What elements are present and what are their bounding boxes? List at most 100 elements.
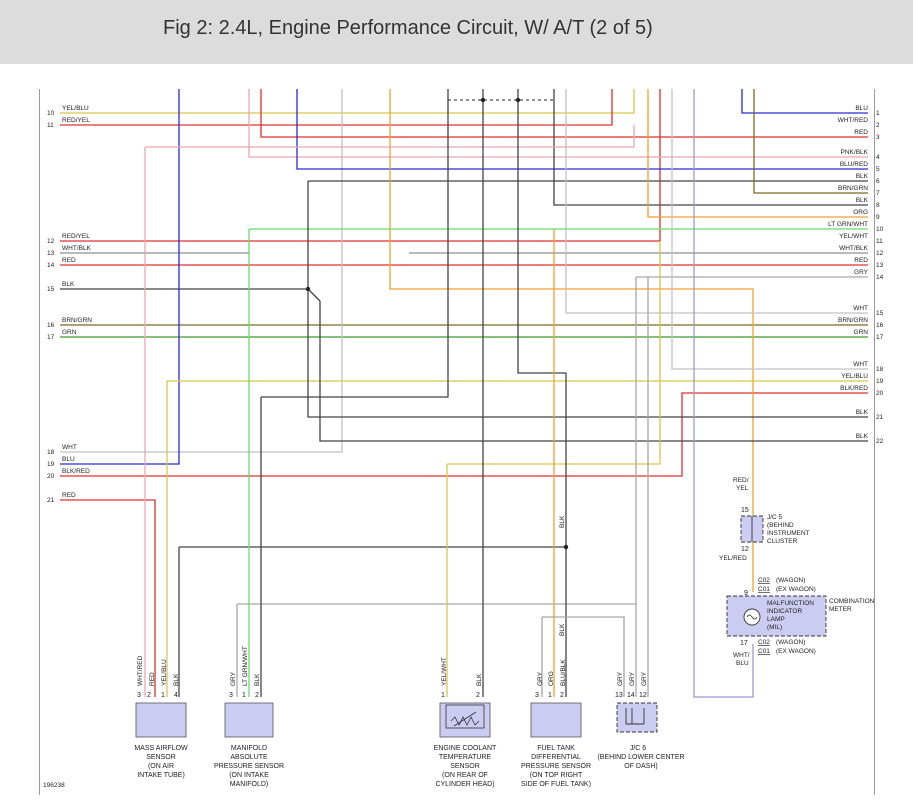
mil-caption: INDICATOR [767,608,802,615]
map-wire-label: LT GRN/WHT [242,646,249,686]
wire-org-9 [647,89,868,218]
jc5-wire-label: YEL/RED [719,555,747,562]
map-pin: 2 [255,692,259,699]
ect-pin: 1 [441,692,445,699]
jc6-pin: 12 [639,692,647,699]
ect-wire-label: YEL/WHT [441,657,448,686]
left-pin-number: 12 [47,238,55,245]
maf-caption: MASS AIRFLOW [134,745,188,752]
ftdp-wire-label: ORG [548,671,555,686]
right-wire-label: PNK/BLK [841,149,869,156]
fuel-tank-pressure-sensor: 3 1 2 GRY ORG BLU/BLK FUEL TANK DIFFEREN… [521,659,591,788]
diagram-frame [39,89,875,795]
ect-caption: CYLINDER HEAD) [435,781,494,788]
maf-wire-label: RED [149,672,156,686]
mil-caption: (MIL) [767,624,782,631]
ect-caption: TEMPERATURE [439,754,492,761]
ftdp-caption: PRESSURE SENSOR [521,763,591,770]
right-pin-number: 2 [876,122,880,129]
right-wire-label: WHT [853,361,868,368]
page-title: Fig 2: 2.4L, Engine Performance Circuit,… [163,17,653,39]
ftdp-caption: DIFFERENTIAL [531,754,581,761]
thermistor-icon [450,716,480,726]
ftdp-caption: (ON TOP RIGHT [530,772,583,779]
right-pin-number: 5 [876,166,880,173]
right-pin-number: 9 [876,214,880,221]
wire-wht-15 [565,89,868,314]
right-pin-number: 11 [876,238,883,245]
vertical-wire-label: BLK [559,515,566,528]
wire-wht-red-2 [145,125,635,148]
map-pin: 3 [229,692,233,699]
mil-conn-code: C01 [758,648,770,655]
jc5-caption: (BEHIND [767,522,794,529]
mil-pin: 9 [744,590,748,597]
ftdp-pin: 3 [535,692,539,699]
wire-red-yel-12 [60,89,661,242]
right-wire-label: BLU [855,105,868,112]
splice-dot [515,97,521,103]
wire-yel-wht-branch [447,241,661,465]
mil-conn-note: (EX WAGON) [776,586,816,593]
right-pin-number: 12 [876,250,884,257]
map-sensor: 3 1 2 GRY LT GRN/WHT BLK MANIFOLD ABSOLU… [214,646,284,788]
splice-dot [480,97,486,103]
map-wire-label: GRY [230,671,237,686]
map-wire-label: BLK [254,673,261,686]
right-pin-number: 20 [876,390,884,397]
wire-blk-up [261,89,449,398]
ftdp-caption: FUEL TANK [537,745,575,752]
maf-pin: 1 [161,692,165,699]
left-wire-label: WHT [62,444,77,451]
right-pin-number: 1 [876,110,880,117]
jc6-caption: J/C 6 [630,745,646,752]
mil-conn-note: (EX WAGON) [776,648,816,655]
left-wire-label: RED [62,492,76,499]
right-wire-label: BLK [856,173,869,180]
right-connector-labels: 1BLU2WHT/RED3RED4PNK/BLK5BLU/RED6BLK7BRN… [828,105,883,445]
right-wire-label: BLK [856,409,869,416]
jc5-caption: CLUSTER [767,538,798,545]
jc6-wire-label: GRY [641,671,648,686]
wire-wht-blu-mil [693,89,754,698]
left-wire-label: BLK/RED [62,468,90,475]
left-wire-label: RED/YEL [62,233,90,240]
maf-caption: (ON AIR [148,763,174,770]
mil-caption: LAMP [767,616,785,623]
right-pin-number: 22 [876,438,884,445]
jc6-caption: (BEHIND LOWER CENTER [597,754,684,761]
right-wire-label: GRN [854,329,869,336]
mil-pin: 17 [740,640,748,647]
map-caption: MANIFOLD) [230,781,269,788]
left-pin-number: 15 [47,286,55,293]
right-pin-number: 18 [876,366,884,373]
combination-meter-mil: 9 17 MALFUNCTION INDICATOR LAMP (MIL) CO… [726,577,875,667]
ect-wire-label: BLK [476,673,483,686]
mil-conn-code: C02 [758,639,770,646]
left-pin-number: 13 [47,250,55,257]
right-pin-number: 8 [876,202,880,209]
jc5-pin: 15 [741,507,749,514]
right-pin-number: 13 [876,262,884,269]
maf-caption: INTAKE TUBE) [137,772,185,779]
right-pin-number: 21 [876,414,884,421]
left-pin-number: 16 [47,322,55,329]
wire-yel-blu [60,89,635,114]
jc6-pin: 13 [615,692,623,699]
right-wire-label: ORG [853,209,868,216]
right-pin-number: 15 [876,310,884,317]
left-pin-number: 10 [47,110,55,117]
right-pin-number: 17 [876,334,884,341]
map-caption: PRESSURE SENSOR [214,763,284,770]
left-wire-label: RED [62,257,76,264]
junction-connector-6: 13 14 12 GRY GRY GRY J/C 6 (BEHIND LOWER… [597,671,684,770]
map-pin: 1 [242,692,246,699]
mil-conn-note: (WAGON) [776,577,805,584]
maf-wire-label: YEL/BLU [161,659,168,686]
ect-caption: (ON REAR OF [442,772,488,779]
left-wire-label: WHT/BLK [62,245,92,252]
jc6-pin: 14 [627,692,635,699]
right-pin-number: 4 [876,154,880,161]
maf-pin: 4 [174,692,178,699]
